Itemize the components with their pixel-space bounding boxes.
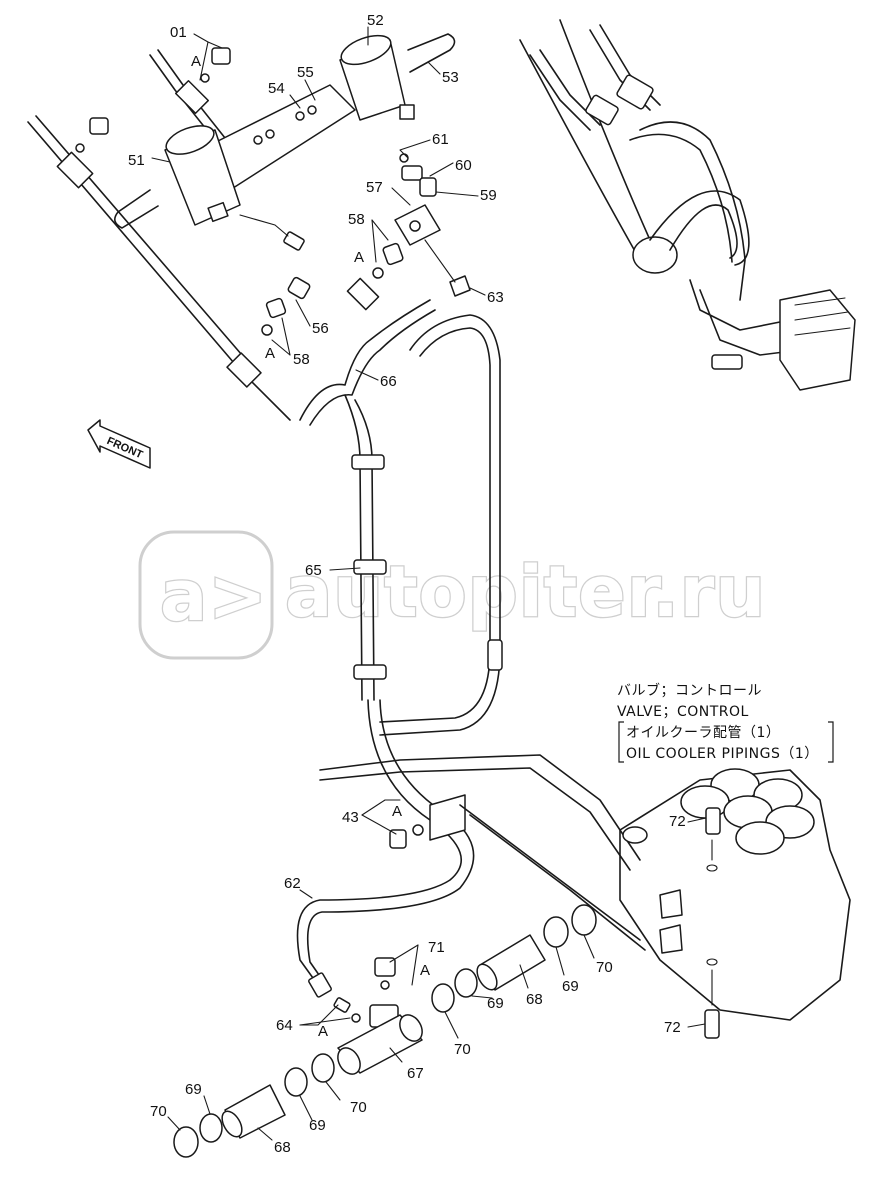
- label-61: 61: [432, 131, 449, 148]
- filter-52: [339, 34, 415, 121]
- label-54: 54: [268, 80, 285, 97]
- label-70-lower: 70: [350, 1099, 367, 1116]
- label-72-bottom: 72: [664, 1019, 681, 1036]
- hose-assembly: [296, 299, 646, 998]
- label-67: 67: [407, 1065, 424, 1082]
- label-69-middle: 69: [487, 995, 504, 1012]
- label-70-bottom-left: 70: [150, 1103, 167, 1120]
- lower-connectors: [173, 904, 597, 1158]
- label-71: 71: [428, 939, 445, 956]
- label-65: 65: [305, 562, 322, 579]
- label-68-middle: 68: [526, 991, 543, 1008]
- overview-sketch: [519, 19, 856, 391]
- label-72-top: 72: [669, 813, 686, 830]
- label-52: 52: [367, 12, 384, 29]
- label-63: 63: [487, 289, 504, 306]
- label-ref-a-1: A: [191, 53, 201, 70]
- label-70-right: 70: [596, 959, 613, 976]
- label-ref-a-6: A: [318, 1023, 328, 1040]
- label-66: 66: [380, 373, 397, 390]
- note-line-en-1: VALVE；CONTROL: [617, 704, 749, 720]
- label-69-right: 69: [562, 978, 579, 995]
- label-59: 59: [480, 187, 497, 204]
- label-51: 51: [128, 152, 145, 169]
- label-ref-a-3: A: [265, 345, 275, 362]
- label-58-bottom: 58: [293, 351, 310, 368]
- label-53: 53: [442, 69, 459, 86]
- leader-lines: [151, 26, 707, 1141]
- label-60: 60: [455, 157, 472, 174]
- label-55: 55: [297, 64, 314, 81]
- watermark-logo: a>: [160, 555, 268, 637]
- label-69-bottom-left: 69: [185, 1081, 202, 1098]
- label-ref-a-2: A: [354, 249, 364, 266]
- label-56: 56: [312, 320, 329, 337]
- watermark: a> autopiter.ru: [138, 530, 766, 660]
- label-ref-a-5: A: [420, 962, 430, 979]
- filter-51: [164, 125, 241, 226]
- note-line-jp-1: バルブ；コントロール: [617, 682, 762, 699]
- label-58-top: 58: [348, 211, 365, 228]
- part-labels: 01 A 52 53 54 55 51 61 60 57 59 58 A 63 …: [128, 12, 686, 1156]
- title-note: バルブ；コントロール VALVE；CONTROL オイルクーラ配管（1） OIL…: [617, 682, 834, 763]
- note-line-jp-2: オイルクーラ配管（1）: [626, 725, 780, 741]
- label-43: 43: [342, 809, 359, 826]
- label-ref-a-4: A: [392, 803, 402, 820]
- upper-left-assembly: [27, 33, 471, 421]
- label-64: 64: [276, 1017, 293, 1034]
- label-62: 62: [284, 875, 301, 892]
- label-69-lower: 69: [309, 1117, 326, 1134]
- control-valve: [619, 768, 851, 1039]
- label-68-lower: 68: [274, 1139, 291, 1156]
- note-line-en-2: OIL COOLER PIPINGS（1）: [626, 746, 819, 762]
- front-arrow: FRONT: [87, 419, 151, 469]
- label-57: 57: [366, 179, 383, 196]
- label-01: 01: [170, 24, 187, 41]
- label-70-middle: 70: [454, 1041, 471, 1058]
